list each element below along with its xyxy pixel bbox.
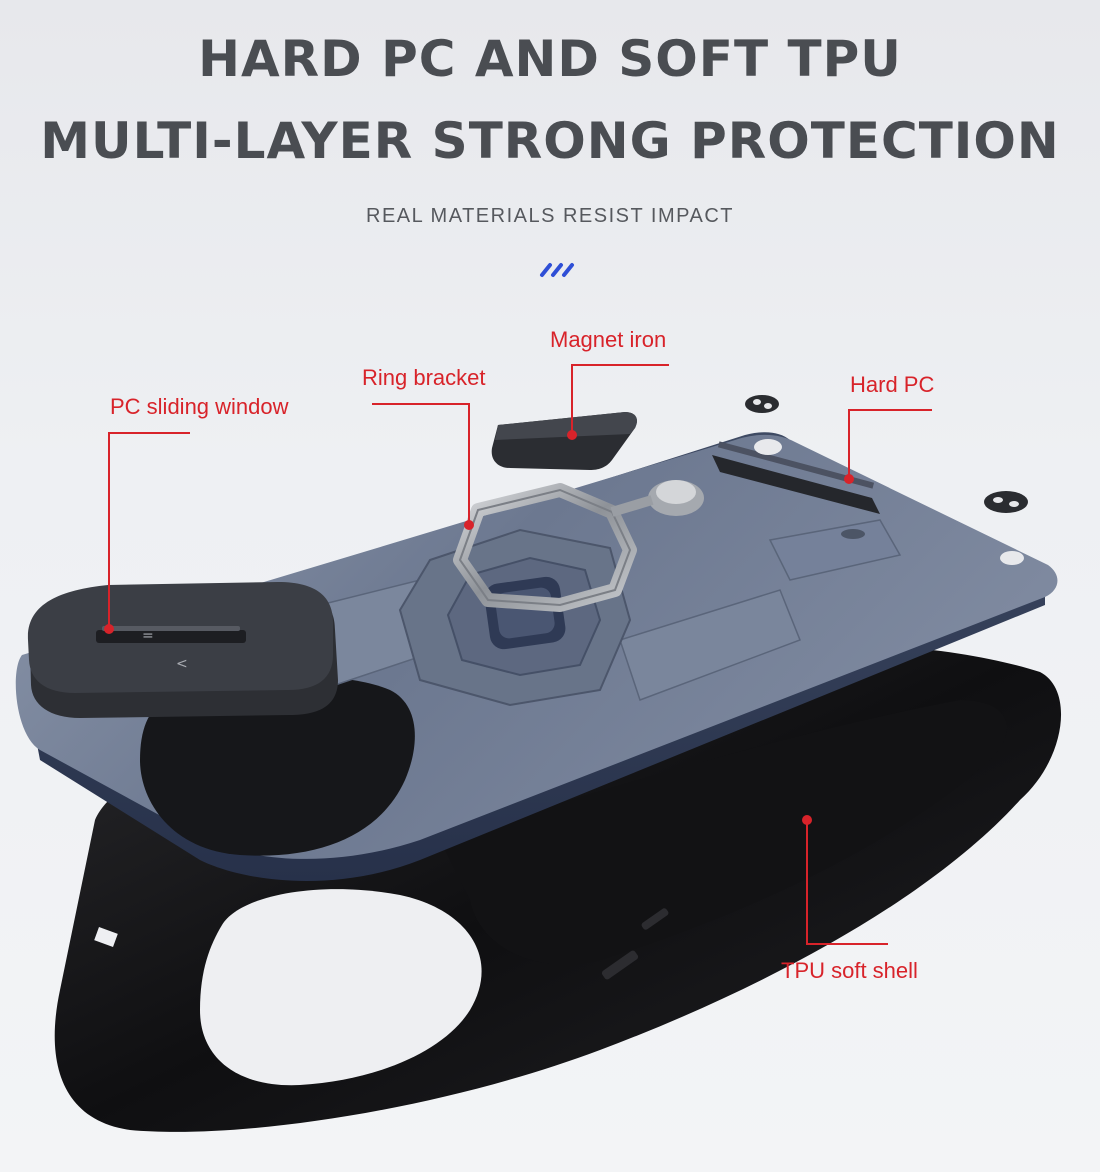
callout-ring-bracket: Ring bracket [362, 365, 486, 390]
leader-line [108, 432, 190, 434]
leader-line [372, 403, 469, 405]
magnet-iron-plate [491, 412, 637, 470]
leader-line [848, 409, 850, 477]
loose-screw [745, 395, 779, 413]
leader-line [848, 409, 932, 411]
callout-pc-sliding-window: PC sliding window [110, 394, 289, 419]
callout-dot [567, 430, 577, 440]
page-subtitle: REAL MATERIALS RESIST IMPACT [366, 205, 734, 227]
callout-tpu-soft-shell: TPU soft shell [781, 958, 918, 983]
callout-magnet-iron: Magnet iron [550, 327, 667, 352]
leader-line [571, 364, 573, 434]
pc-sliding-window: = < [27, 582, 339, 718]
leader-line [108, 432, 110, 628]
svg-text:=: = [142, 628, 154, 644]
decorative-slashes-icon [540, 263, 574, 277]
callout-dot [104, 624, 114, 634]
page-title-line-1: HARD PC AND SOFT TPU [198, 30, 902, 88]
callout-dot [464, 520, 474, 530]
callout-hard-pc: Hard PC [850, 372, 935, 397]
leader-line [806, 943, 888, 945]
leader-line [806, 820, 808, 943]
leader-line [468, 403, 470, 523]
callout-dot [844, 474, 854, 484]
leader-line [571, 364, 669, 366]
pc-camera-opening [140, 676, 415, 856]
tpu-camera-cutout [200, 889, 482, 1086]
page-title-line-2: MULTI-LAYER STRONG PROTECTION [40, 112, 1060, 170]
ring-bracket [453, 480, 704, 612]
svg-text:<: < [176, 656, 188, 672]
loose-screw [984, 491, 1028, 513]
